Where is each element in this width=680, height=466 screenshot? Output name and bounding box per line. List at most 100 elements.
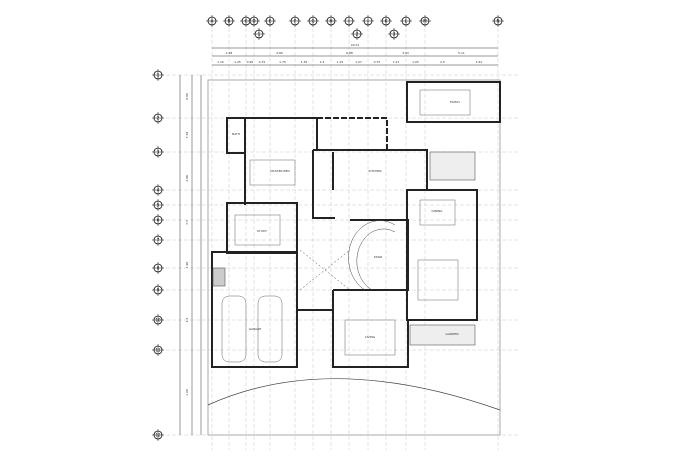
grid-axis-bubble: J [362, 15, 374, 27]
dimension-label: 1.27 [393, 60, 400, 64]
grid-axis-label: D [252, 18, 255, 23]
site-boundary [207, 79, 501, 436]
dimension-label: 0.75 [259, 60, 266, 64]
corridor-walls [296, 240, 333, 367]
grid-axis-label: G [311, 18, 314, 23]
room-label: DINING [432, 209, 444, 213]
room-label: STAIR [374, 255, 383, 259]
room-label: LIVING [365, 335, 376, 339]
walls [211, 81, 501, 368]
dimension-label: 1.05 [412, 60, 419, 64]
grid-axis-bubble: B [223, 15, 235, 27]
grid-axis-bubble: 1 [152, 69, 164, 81]
planters [212, 151, 476, 346]
grid-axis-bubble: 3 [152, 146, 164, 158]
grid-axis-bubble: K [380, 15, 392, 27]
dimension-label: 1.75 [279, 60, 286, 64]
dimension-label: 1.27 [355, 60, 362, 64]
dimension-label: 3.5 [185, 220, 189, 225]
room-label: GARAGE [249, 327, 262, 331]
dimension-label: 0.95 [247, 60, 254, 64]
grid-axis-label: M [423, 18, 427, 23]
dimension-label: 4.80 [276, 51, 283, 55]
dimension-label: 3.93 [402, 51, 409, 55]
grid-axis-bubble: N [492, 15, 504, 27]
upper-walls [317, 117, 388, 150]
dimension-label: 0.75 [374, 60, 381, 64]
grid-axis-bubble: 3 [388, 28, 400, 40]
grid-axis-label: 11 [155, 347, 161, 352]
grid-axis-label: 10 [155, 317, 161, 322]
stair-walls [333, 219, 409, 291]
grid-axis-bubble: 12 [152, 429, 164, 441]
grid-axis-label: 8 [157, 265, 160, 270]
dimension-label: 1.15 [337, 60, 344, 64]
furniture [221, 89, 471, 363]
grid-axis-label: A [211, 18, 214, 23]
grid-axis-label: 3 [157, 149, 160, 154]
bath-walls [226, 117, 246, 154]
dimension-label: 1.35 [301, 60, 308, 64]
dimension-label: 5.11 [458, 51, 465, 55]
grid-axis-bubble: M [419, 15, 431, 27]
grid-axis-bubble: 11 [152, 344, 164, 356]
grid-axis-bubble: 9 [152, 284, 164, 296]
dimension-label: 1.60 [185, 389, 189, 396]
grid-axis-bubble: 1 [253, 28, 265, 40]
grid-axis-bubble: 10 [152, 314, 164, 326]
dimension-label: 20.01 [351, 43, 360, 47]
dimension-label: 1.25 [234, 60, 241, 64]
grid-axis-bubble: 2 [351, 28, 363, 40]
grid-axis-label: I [348, 18, 349, 23]
dimension-label: 2.5 [440, 60, 445, 64]
grid-axis-bubble: 4 [152, 184, 164, 196]
grid-axis-label: N [497, 18, 500, 23]
grid-axis-bubble: 2 [152, 112, 164, 124]
grid-axis-bubble: 6 [152, 214, 164, 226]
grid-axis-label: 1 [258, 31, 261, 36]
grid-axis-label: 1 [157, 72, 160, 77]
grid-axis-bubble: I [343, 15, 355, 27]
room-label: FAMILY [450, 100, 460, 104]
living-walls [332, 290, 409, 368]
grid-axis-label: B [228, 18, 231, 23]
dimension-label: 1.15 [217, 60, 224, 64]
car-1 [221, 295, 247, 363]
grid-axis-label: K [385, 18, 388, 23]
grid-axis-label: 12 [155, 432, 161, 437]
dimension-lines: 20.01 2.38 4.80 6.88 3.93 5.11 1.15 1.25 0.95 0.7… [179, 43, 498, 435]
grid-axis-label: 2 [356, 31, 359, 36]
dimension-label: 6.88 [346, 51, 353, 55]
dimension-label: 4.98 [185, 175, 189, 182]
grid-axis-bubble: D [248, 15, 260, 27]
grid-axis-label: F [294, 18, 297, 23]
dimension-label: 1.4 [320, 60, 325, 64]
grid-lines [160, 22, 520, 450]
dimension-label: 5.38 [185, 132, 189, 139]
kitchen-walls [312, 149, 428, 219]
dimension-label: 0.90 [185, 93, 189, 100]
dimension-label: 1.90 [185, 262, 189, 269]
grid-axis-label: 3 [393, 31, 396, 36]
dimension-label: 4.5 [185, 318, 189, 323]
room-label: BATH [232, 132, 240, 136]
grid-axis-label: H [329, 18, 332, 23]
grid-axis-bubble: F [289, 15, 301, 27]
grid-axis-label: 9 [157, 287, 160, 292]
grid-axis-bubble: 5 [152, 199, 164, 211]
grid-axis-label: 6 [157, 217, 160, 222]
room-label: MASTER BED [270, 169, 290, 173]
grid-axis-bubble: 7 [152, 234, 164, 246]
grid-axis-bubble: 8 [152, 262, 164, 274]
grid-axis-label: 4 [157, 187, 160, 192]
driveway-arc [207, 378, 501, 411]
grid-axis-bubble: E [264, 15, 276, 27]
car-2 [257, 295, 283, 363]
grid-axis-label: 2 [157, 115, 160, 120]
dimension-label: 2.38 [226, 51, 233, 55]
grid-axis-bubble: L [400, 15, 412, 27]
